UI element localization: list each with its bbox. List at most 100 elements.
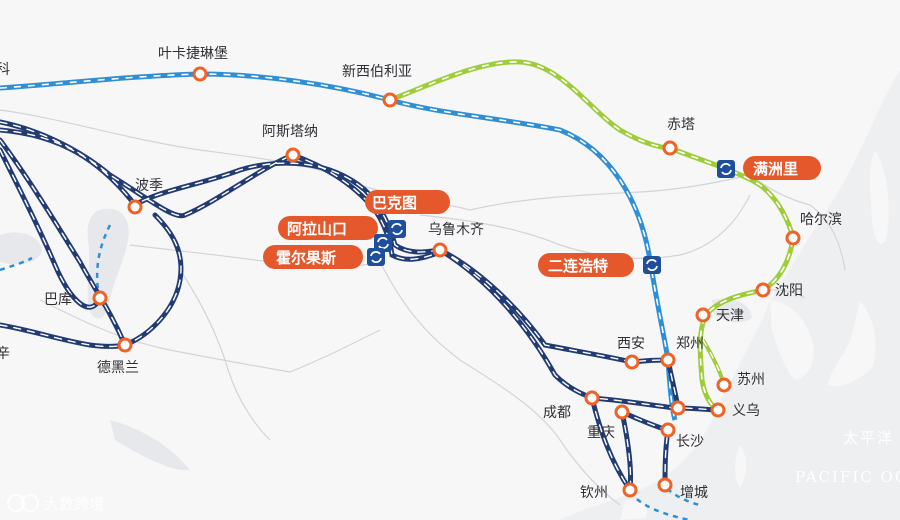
port-label-bakitu: 巴克图 [372, 194, 417, 212]
route-dark-g-dash [439, 249, 669, 363]
border-northeast [749, 174, 846, 271]
station-marker-xian [624, 354, 640, 370]
port-label-alashankou: 阿拉山口 [287, 220, 347, 238]
land-japan [828, 300, 876, 387]
sea-route-west [0, 256, 33, 272]
port-transfer-icon-bakitu-0 [388, 220, 406, 238]
port-transfer-icon-manzhouli-0-arrows [720, 163, 732, 175]
land-korea [770, 300, 814, 380]
watermark: 大数跨境 [7, 494, 104, 513]
city-label-bojim: 波季 [135, 178, 163, 194]
border-iran [39, 299, 291, 373]
route-dark [0, 119, 721, 493]
route-blue-north [0, 71, 678, 421]
station-marker-zhengzhou [660, 352, 676, 368]
city-label-chongqing: 重庆 [587, 425, 615, 441]
station-marker-bojim [127, 199, 143, 215]
port-badge-erlian [538, 253, 634, 277]
city-label-xian: 西安 [617, 336, 645, 352]
city-label-baku: 巴库 [44, 292, 72, 308]
route-dark-d-dash [0, 149, 101, 308]
sea-label-pacific-cn: 太平洋 [843, 429, 894, 447]
city-label-zhengzhou: 郑州 [676, 336, 704, 352]
station-marker-baku [92, 290, 108, 306]
land-sakhalin [870, 150, 889, 244]
port-badge-manzhouli [743, 156, 821, 180]
edge-label-left-mid: 辛 [0, 346, 10, 362]
station-marker-junction-0 [670, 400, 686, 416]
city-label-yiwu: 义乌 [732, 403, 760, 419]
sea-label-pacific-en: PACIFIC OCEAN [795, 468, 900, 486]
port-erlian: 二连浩特 [538, 253, 661, 277]
station-marker-yiwu [710, 402, 726, 418]
city-label-zengcheng: 增城 [680, 485, 708, 501]
route-dark-h-dash [439, 249, 676, 409]
border-russia-mongolia [469, 174, 751, 211]
route-blue [0, 71, 678, 421]
port-badge-alashankou [278, 216, 378, 240]
persian-gulf [110, 420, 190, 471]
port-bakitu: 巴克图 [365, 190, 450, 238]
station-marker-suzhou [716, 377, 732, 393]
city-label-tehran: 德黑兰 [97, 360, 139, 376]
land-taiwan [735, 445, 746, 488]
station-marker-urumqi [432, 242, 448, 258]
port-transfer-icon-manzhouli-0 [717, 160, 735, 178]
port-transfer-icon-alashankou-0-arrows [377, 237, 389, 249]
sea-route-caspian [95, 224, 112, 291]
port-badge-khorgos [263, 245, 363, 269]
watermark-text: 大数跨境 [44, 495, 104, 513]
route-dark-i-dash [591, 397, 631, 491]
city-label-changsha: 长沙 [676, 434, 704, 450]
route-dark-a-dash [0, 129, 441, 253]
city-label-suzhou: 苏州 [737, 372, 765, 388]
land-hainan [620, 499, 648, 520]
port-transfer-icon-bakitu-0-arrows [391, 223, 403, 235]
edge-label-left-top: 科 [0, 62, 10, 78]
station-marker-chengdu [584, 390, 600, 406]
port-label-manzhouli: 满洲里 [753, 160, 798, 178]
watermark-logo-icon [7, 494, 39, 512]
route-dark-c-dash [0, 139, 182, 346]
port-transfer-icon-khorgos-0 [367, 248, 385, 266]
route-green-dash [389, 61, 794, 411]
black-sea [0, 232, 42, 265]
city-label-novosibirsk: 新西伯利亚 [342, 64, 412, 80]
station-marker-tianjin [695, 307, 711, 323]
port-transfer-icon-alashankou-0 [374, 234, 392, 252]
city-label-harbin: 哈尔滨 [800, 212, 842, 228]
city-label-qinzhou: 钦州 [580, 485, 608, 501]
city-label-astana: 阿斯塔纳 [262, 124, 318, 140]
city-label-urumqi: 乌鲁木齐 [428, 222, 484, 238]
station-marker-astana [285, 147, 301, 163]
port-manzhouli: 满洲里 [717, 156, 821, 180]
station-marker-novosibirsk [382, 92, 398, 108]
port-label-khorgos: 霍尔果斯 [276, 249, 336, 267]
port-transfer-icon-erlian-0-arrows [646, 259, 658, 271]
city-label-chita: 赤塔 [667, 117, 695, 133]
port-badge-bakitu [365, 190, 450, 214]
border-afghan [289, 329, 381, 373]
city-label-shenyang: 沈阳 [775, 283, 803, 299]
route-dark-e-dash [0, 324, 126, 348]
city-label-chengdu: 成都 [543, 405, 571, 421]
station-marker-yekaterinburg [192, 66, 208, 82]
route-dark-b-dash [0, 121, 294, 217]
border-central-asia [179, 269, 271, 441]
station-marker-changsha [660, 422, 676, 438]
city-label-yekaterinburg: 叶卡捷琳堡 [158, 46, 228, 62]
port-transfer-icon-khorgos-0-arrows [370, 251, 382, 263]
station-marker-chongqing [614, 404, 630, 420]
port-label-erlian: 二连浩特 [548, 257, 608, 275]
station-marker-harbin [785, 230, 801, 246]
city-label-tianjin: 天津 [716, 308, 744, 324]
station-marker-qinzhou [622, 482, 638, 498]
station-marker-chita [662, 140, 678, 156]
port-alashankou: 阿拉山口 [278, 216, 392, 252]
port-khorgos: 霍尔果斯 [263, 245, 385, 269]
station-marker-tehran [117, 337, 133, 353]
